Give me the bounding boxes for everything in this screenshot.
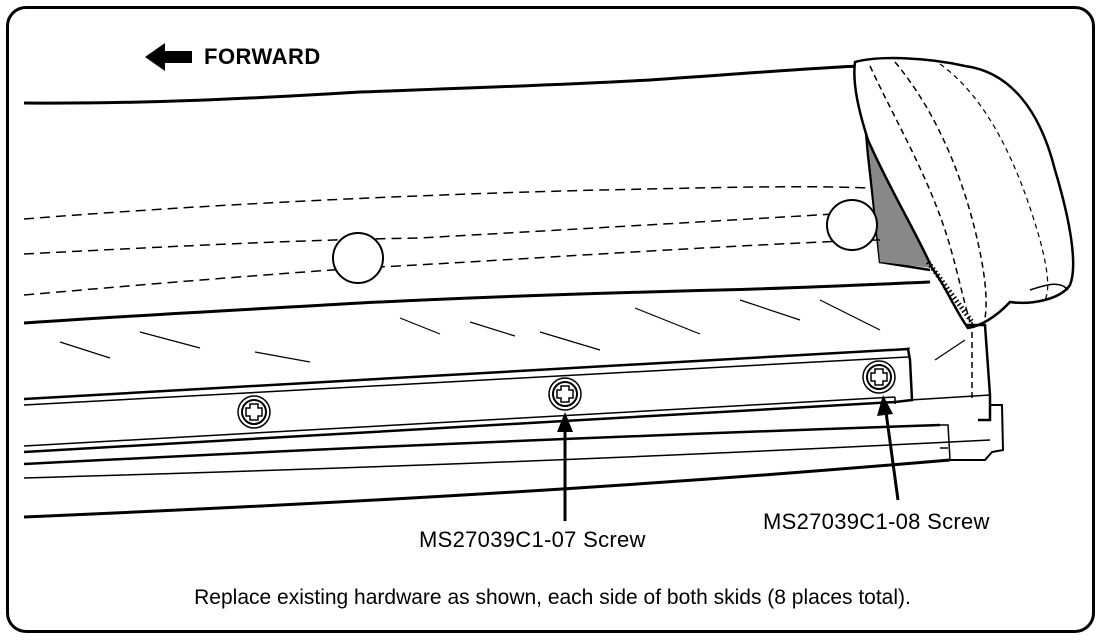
arrow-left-icon [145,43,192,71]
instruction-caption: Replace existing hardware as shown, each… [194,586,911,609]
zipper [925,260,975,324]
screw-existing-icon [237,395,271,429]
diagram-frame [6,6,1095,633]
forward-label: FORWARD [204,44,321,69]
leader-arrow-07 [557,412,573,521]
skid-end [965,323,992,422]
cover-bottom-edge [23,280,931,325]
screw-07-icon [548,377,582,411]
bunched-cover [853,56,1075,330]
skid-bottom-edge [23,458,951,519]
snap-fastener-left [332,232,384,284]
callout-screw-07: MS27039C1-07 Screw [419,527,646,552]
cover-top-edge [23,64,861,105]
leader-arrow-08 [877,395,900,501]
screw-08-icon [862,360,896,394]
callout-screw-08: MS27039C1-08 Screw [763,509,990,534]
snap-fastener-right [826,199,878,251]
